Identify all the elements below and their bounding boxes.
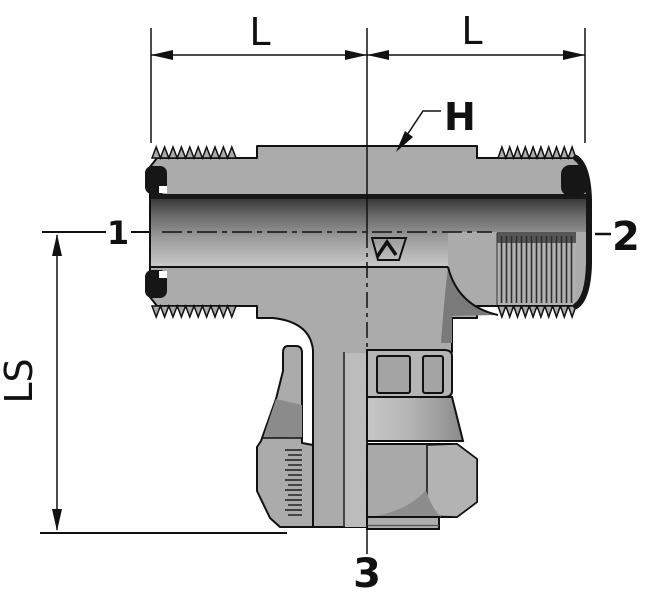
oring-left-bottom-notch xyxy=(159,271,167,278)
branch-nut-external xyxy=(366,349,478,530)
dim-label-L-left: L xyxy=(249,10,270,54)
centerlines xyxy=(162,28,492,554)
arrowhead xyxy=(52,234,62,256)
arrowhead xyxy=(345,50,367,60)
arrowhead xyxy=(367,50,389,60)
washer xyxy=(366,516,440,530)
hex-right-facet xyxy=(426,443,478,518)
dim-label-L-right: L xyxy=(461,9,482,53)
arrowhead xyxy=(151,50,173,60)
right-face-edge xyxy=(573,155,592,309)
dim-label-H: H xyxy=(444,95,476,139)
internal-threads xyxy=(285,449,302,516)
forge-mark-icon xyxy=(370,237,408,261)
thread-bottom-right xyxy=(496,303,578,320)
thread-top-left xyxy=(150,144,238,161)
arrowhead xyxy=(563,50,585,60)
thread-top-right xyxy=(496,144,578,161)
h-leader-arrowhead xyxy=(396,131,413,152)
male-thread-ribs xyxy=(496,232,576,305)
ferrule-window-right xyxy=(422,355,444,394)
tube-bore xyxy=(345,353,367,527)
nut-cone xyxy=(366,396,465,442)
dim-label-LS: LS xyxy=(0,358,41,403)
dimensions: L L H LS 1 2 3 xyxy=(0,9,640,597)
port-label-3: 3 xyxy=(353,551,381,597)
port-label-1: 1 xyxy=(107,214,129,252)
port-label-2: 2 xyxy=(612,214,640,260)
fillet-curve xyxy=(447,266,499,316)
branch-locknut-section xyxy=(256,345,367,528)
fitting-body xyxy=(145,144,592,528)
arrowhead xyxy=(52,509,62,531)
hex-chamfer-shadow xyxy=(370,490,441,517)
locknut-taper-shadow xyxy=(263,399,302,438)
oring-left-top-notch xyxy=(159,186,167,193)
thread-bottom-left xyxy=(150,303,238,320)
ferrule-window-left xyxy=(376,355,411,394)
oring-right-top xyxy=(561,165,587,196)
bore-upper xyxy=(151,199,587,232)
